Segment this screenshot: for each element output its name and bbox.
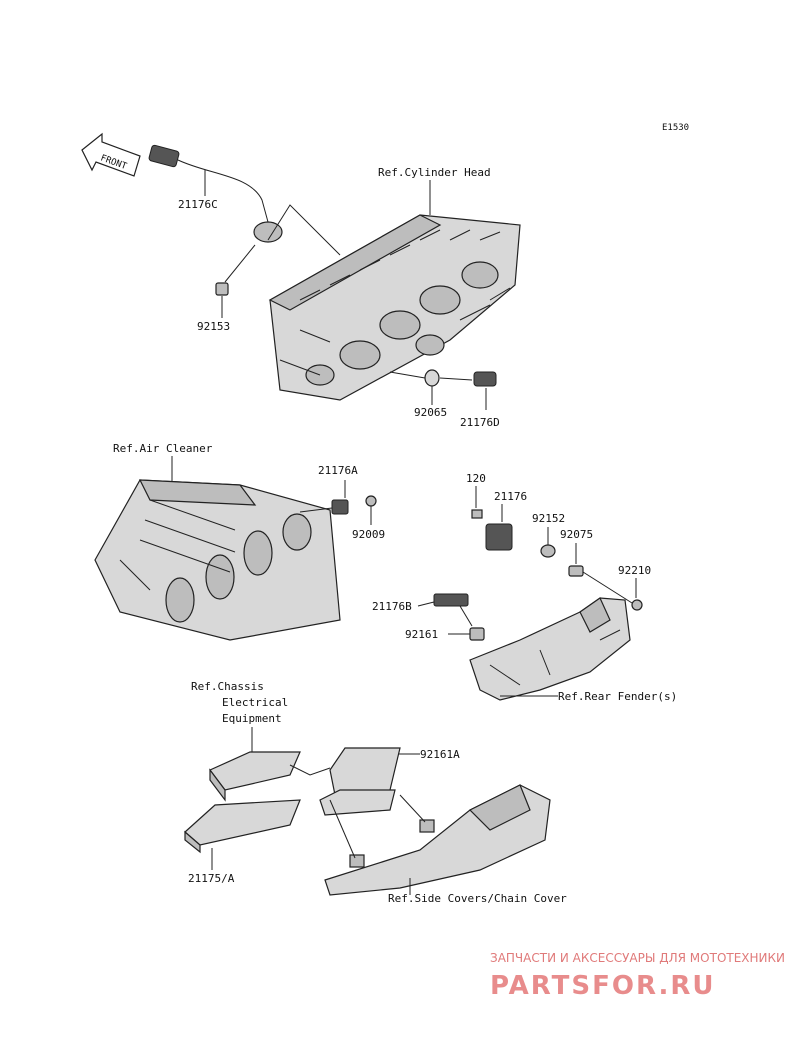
air-cleaner-illustration <box>94 479 341 641</box>
cylinder-head-illustration <box>268 214 521 401</box>
part-21176: 21176 <box>494 490 527 503</box>
ref-chassis-label-line3: Equipment <box>222 712 282 725</box>
part-92161: 92161 <box>405 628 438 641</box>
ref-chassis-label-line1: Ref.Chassis <box>191 680 264 693</box>
rear-fender-illustration <box>469 597 631 701</box>
side-cover-illustration <box>324 784 551 896</box>
part-21176B: 21176B <box>372 600 412 613</box>
damper-92161 <box>469 627 485 641</box>
washer-92065 <box>424 369 440 387</box>
chassis-module-illustration <box>209 751 301 802</box>
watermark-brand: PARTSFOR.RU <box>490 971 715 1001</box>
part-92009: 92009 <box>352 528 385 541</box>
ecu-21175A-illustration <box>184 799 301 854</box>
part-92075: 92075 <box>560 528 593 541</box>
bolt-120 <box>471 509 483 519</box>
part-120: 120 <box>466 472 486 485</box>
part-21176D: 21176D <box>460 416 500 429</box>
ref-side-covers-label: Ref.Side Covers/Chain Cover <box>388 892 567 905</box>
bolt-92153 <box>215 244 256 296</box>
sensor-21176C <box>148 144 283 243</box>
ref-air-cleaner-label: Ref.Air Cleaner <box>113 442 213 455</box>
grommet-92075 <box>568 565 584 577</box>
front-arrow-icon: FRONT <box>81 132 141 177</box>
part-92152: 92152 <box>532 512 565 525</box>
part-92153: 92153 <box>197 320 230 333</box>
sensor-21176 <box>485 523 513 551</box>
part-92065: 92065 <box>414 406 447 419</box>
ref-chassis-label-line2: Electrical <box>222 696 288 709</box>
ecu-module-92161A <box>319 747 401 816</box>
nut-92210 <box>631 599 643 611</box>
ref-cylinder-head-label: Ref.Cylinder Head <box>378 166 491 179</box>
part-21176C: 21176C <box>178 198 218 211</box>
sensor-21176B <box>433 593 469 607</box>
part-21175A: 21175/A <box>188 872 235 885</box>
part-92210: 92210 <box>618 564 651 577</box>
part-21176A: 21176A <box>318 464 358 477</box>
ref-rear-fender-label: Ref.Rear Fender(s) <box>558 690 677 703</box>
watermark-tagline: ЗАПЧАСТИ И АКСЕССУАРЫ ДЛЯ МОТОТЕХНИКИ <box>490 951 785 965</box>
sensor-21176D <box>473 371 497 387</box>
diagram-code: E1530 <box>662 123 689 133</box>
collar-92152 <box>540 544 556 558</box>
sensor-21176A <box>331 499 349 515</box>
part-92161A: 92161A <box>420 748 460 761</box>
screw-92009 <box>365 495 377 507</box>
